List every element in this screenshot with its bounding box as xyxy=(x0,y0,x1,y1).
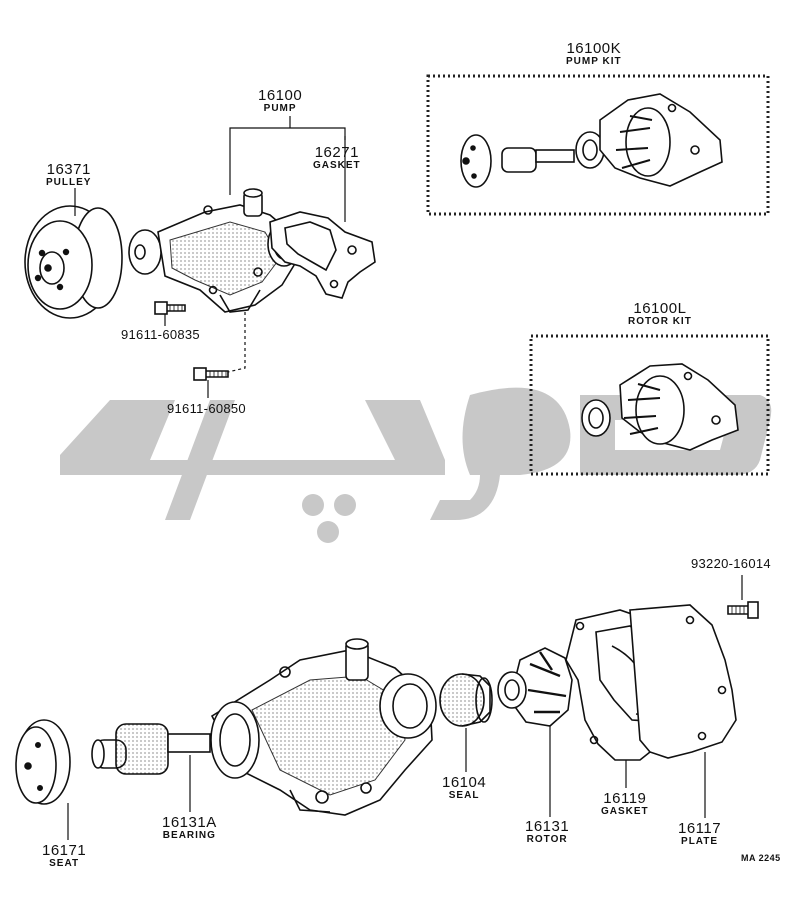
seat-number: 16171 xyxy=(42,842,87,859)
rotor-number: 16131 xyxy=(525,818,570,835)
rotor-kit-box xyxy=(529,334,770,476)
label-rotor: 16131 ROTOR xyxy=(525,819,569,845)
leader-lines-bottom xyxy=(67,575,743,840)
label-gasket-bottom: 16119 GASKET xyxy=(601,791,649,817)
plate-number: 16117 xyxy=(678,820,722,837)
seal-number: 16104 xyxy=(442,774,487,791)
label-pulley: 16371 PULLEY xyxy=(46,162,91,188)
pump-body-drawing xyxy=(128,188,301,313)
rotor-kit-drawing xyxy=(581,363,739,451)
plate-name: PLATE xyxy=(681,836,719,847)
seal-drawing xyxy=(439,673,493,727)
gasket-bottom-name: GASKET xyxy=(601,806,649,817)
label-seat: 16171 SEAT xyxy=(42,843,86,869)
pump-kit-box xyxy=(426,74,770,216)
label-pump-kit: 16100K PUMP KIT xyxy=(566,41,622,67)
label-gasket-top: 16271 GASKET xyxy=(313,145,361,171)
bolt-b-code: 91611-60850 xyxy=(167,401,246,416)
pump-kit-number: 16100K xyxy=(566,40,622,57)
gasket-bottom-number: 16119 xyxy=(603,790,647,807)
pump-kit-drawing xyxy=(460,93,723,188)
pump-kit-name: PUMP KIT xyxy=(566,56,622,67)
gasket-top-number: 16271 xyxy=(314,144,359,161)
screw-code: 93220-16014 xyxy=(691,556,771,571)
screw-drawing xyxy=(727,601,759,619)
label-seal: 16104 SEAL xyxy=(442,775,486,801)
rotor-name: ROTOR xyxy=(526,834,568,845)
label-pump: 16100 PUMP xyxy=(258,88,302,114)
diagram-reference: MA 2245 xyxy=(741,853,781,863)
bolt-b-drawing xyxy=(193,367,229,381)
pulley-number: 16371 xyxy=(46,161,91,178)
pulley-drawing xyxy=(24,205,123,319)
rotor-kit-name: ROTOR KIT xyxy=(628,316,692,327)
seal-name: SEAL xyxy=(448,790,480,801)
pump-name: PUMP xyxy=(263,103,297,114)
bearing-drawing xyxy=(91,723,211,775)
bearing-name: BEARING xyxy=(162,830,216,841)
rotor-drawing xyxy=(497,647,573,727)
gasket-top-name: GASKET xyxy=(313,160,361,171)
gasket-top-drawing xyxy=(269,211,376,299)
bearing-number: 16131A xyxy=(162,814,217,831)
plate-drawing xyxy=(629,604,737,759)
leader-lines-top xyxy=(74,116,346,398)
bolt-a-drawing xyxy=(154,301,186,315)
pump-housing-drawing xyxy=(210,638,437,816)
label-bearing: 16131A BEARING xyxy=(162,815,217,841)
pulley-name: PULLEY xyxy=(46,177,92,188)
label-rotor-kit: 16100L ROTOR KIT xyxy=(628,301,692,327)
rotor-kit-number: 16100L xyxy=(633,300,687,317)
bolt-a-code: 91611-60835 xyxy=(121,327,200,342)
seat-name: SEAT xyxy=(49,858,80,869)
pump-number: 16100 xyxy=(258,87,303,104)
seat-drawing xyxy=(15,719,71,805)
label-plate: 16117 PLATE xyxy=(678,821,721,847)
